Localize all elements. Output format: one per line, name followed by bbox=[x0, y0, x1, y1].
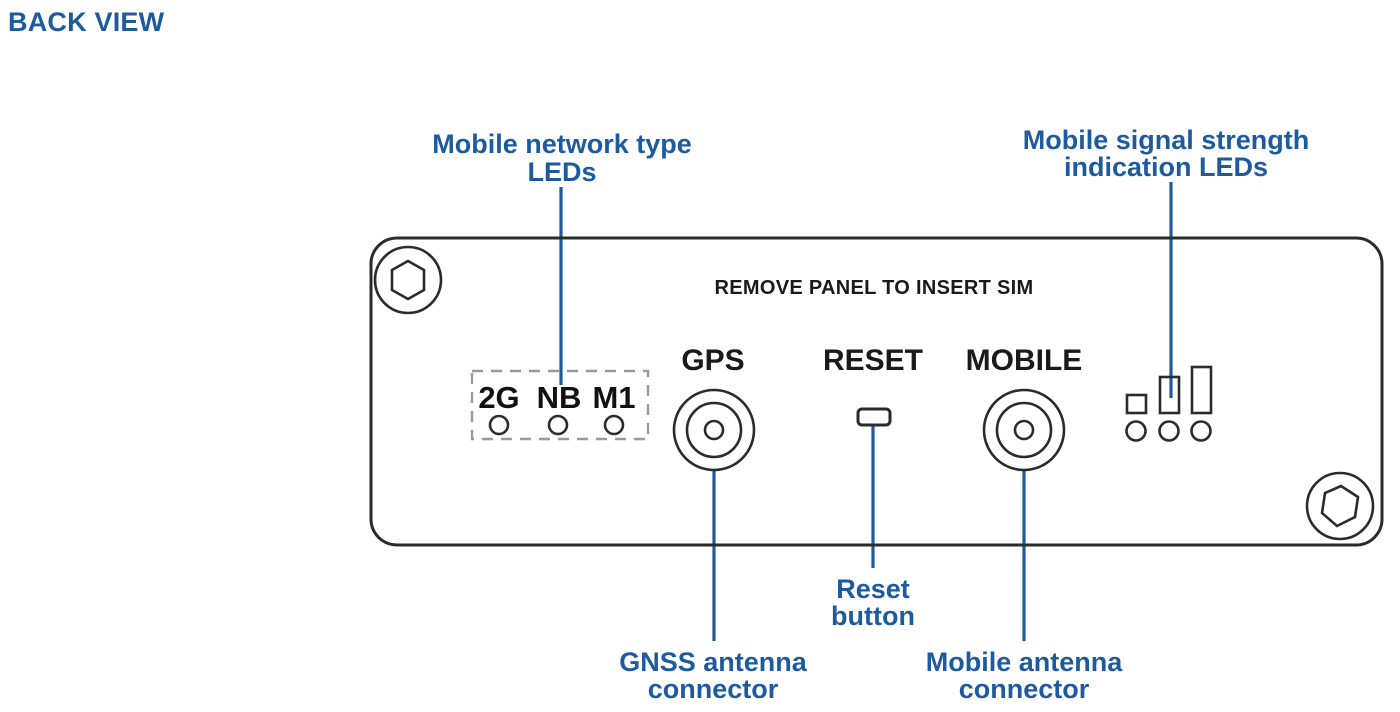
callout-gnss-antenna-connector: GNSS antenna connector bbox=[619, 647, 808, 704]
callout-network-type-leds-line1: Mobile network type bbox=[432, 129, 692, 159]
network-type-led-group: 2G NB M1 bbox=[470, 369, 650, 441]
callout-signal-strength-leds: Mobile signal strength indication LEDs bbox=[1023, 125, 1310, 182]
device-panel-outline bbox=[369, 236, 1384, 547]
network-led-label-nb: NB bbox=[537, 380, 582, 415]
network-led-dashed-border bbox=[470, 369, 650, 441]
signal-bar-3 bbox=[1190, 365, 1213, 415]
callout-mobile-antenna-connector: Mobile antenna connector bbox=[926, 647, 1123, 704]
gps-connector-middle-ring bbox=[685, 401, 743, 459]
screw-top-left bbox=[373, 245, 443, 315]
screw-top-left-ring bbox=[373, 245, 443, 315]
screw-bottom-right-hex bbox=[1320, 484, 1360, 528]
gps-connector: GPS bbox=[672, 344, 756, 472]
network-led-label-m1: M1 bbox=[592, 380, 635, 415]
mobile-connector-outer-ring bbox=[982, 388, 1066, 472]
callout-network-type-leds-line2: LEDs bbox=[527, 157, 596, 187]
signal-led-2 bbox=[1158, 420, 1180, 442]
callout-mobile-antenna-line1: Mobile antenna bbox=[926, 647, 1123, 677]
screw-bottom-right-ring bbox=[1305, 471, 1375, 541]
callout-mobile-antenna-line2: connector bbox=[959, 674, 1090, 704]
page-title: BACK VIEW bbox=[8, 7, 165, 37]
screw-top-left-hex bbox=[390, 259, 426, 301]
signal-led-1 bbox=[1125, 420, 1147, 442]
callout-reset-button: Reset button bbox=[831, 574, 915, 631]
mobile-connector: MOBILE bbox=[966, 344, 1083, 472]
mobile-connector-center-pin bbox=[1013, 419, 1035, 441]
gps-connector-center-pin bbox=[703, 419, 725, 441]
mobile-connector-middle-ring bbox=[995, 401, 1053, 459]
screw-bottom-right bbox=[1305, 471, 1375, 541]
signal-led-3 bbox=[1190, 420, 1212, 442]
network-led-label-2g: 2G bbox=[478, 380, 519, 415]
callout-reset-button-line2: button bbox=[831, 601, 915, 631]
signal-bar-2 bbox=[1158, 375, 1181, 415]
callout-network-type-leds: Mobile network type LEDs bbox=[432, 129, 692, 187]
mobile-label: MOBILE bbox=[966, 344, 1083, 377]
callout-gnss-antenna-line1: GNSS antenna bbox=[619, 647, 808, 677]
callout-signal-strength-leds-line1: Mobile signal strength bbox=[1023, 125, 1310, 155]
callout-signal-strength-leds-line2: indication LEDs bbox=[1064, 152, 1268, 182]
reset-label: RESET bbox=[823, 344, 923, 377]
callout-reset-button-line1: Reset bbox=[836, 574, 910, 604]
network-led-indicator-m1 bbox=[603, 414, 625, 436]
signal-bar-1 bbox=[1125, 393, 1148, 415]
gps-connector-outer-ring bbox=[672, 388, 756, 472]
reset-control: RESET bbox=[823, 344, 923, 427]
network-led-indicator-2g bbox=[488, 414, 510, 436]
sim-notice-text: REMOVE PANEL TO INSERT SIM bbox=[715, 277, 1034, 299]
reset-hole bbox=[856, 407, 892, 427]
signal-strength-indicator bbox=[1125, 365, 1213, 442]
callout-gnss-antenna-line2: connector bbox=[648, 674, 779, 704]
gps-label: GPS bbox=[681, 344, 744, 377]
network-led-indicator-nb bbox=[547, 414, 569, 436]
